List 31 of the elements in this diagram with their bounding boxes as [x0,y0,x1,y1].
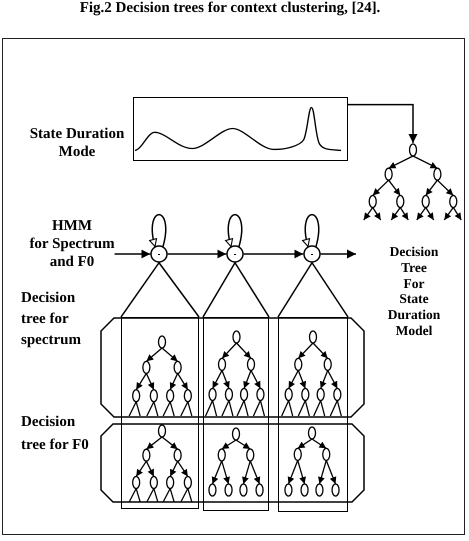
hmm-label: HMM for Spectrum and F0 [29,217,115,271]
connector-line [120,262,160,318]
arrow [320,250,356,258]
connector-line [311,262,349,318]
self-loop-arrow [225,214,242,248]
self-loop-arrow [302,214,320,248]
connector-line [202,262,236,318]
column-box [121,317,199,509]
tree-label: Decision Tree For State Duration Model [388,244,440,339]
arrow [168,250,226,258]
decision-tree [128,424,196,502]
row-label: Decision tree for F0 [21,412,89,454]
connector-line [234,262,270,318]
decision-tree [280,330,344,416]
connector-line [158,262,200,318]
arrow [114,250,150,258]
self-loop-arrow [149,214,166,248]
chart-box [133,97,348,161]
column-box [203,317,269,511]
state-circle [302,244,322,264]
decision-tree [128,334,196,416]
state-circle [149,244,169,264]
figure-caption: Fig.2 Decision trees for context clustering, [24]. [80,0,380,16]
connector-line [277,262,313,318]
column-box [278,317,348,512]
decision-tree [204,330,268,416]
state-circle [225,244,245,264]
arrow [348,104,418,143]
arrow [244,250,304,258]
row-label: Decision tree for spectrum [21,288,81,350]
chart-label: State Duration Mode [30,125,124,161]
